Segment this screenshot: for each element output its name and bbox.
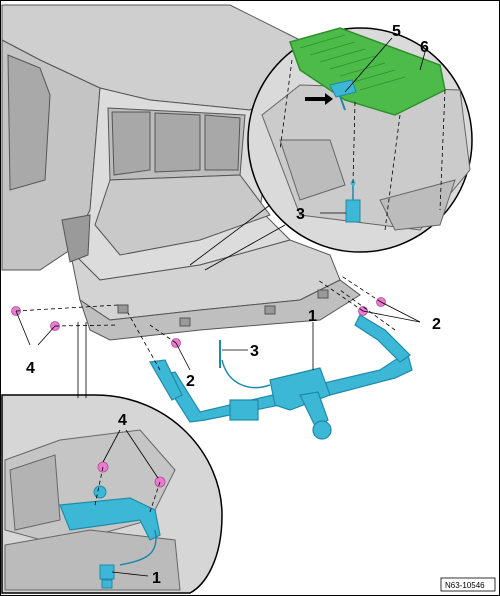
callout-leaders [15, 37, 426, 371]
inset-connectors [189, 204, 286, 271]
control-unit-inset [345, 180, 361, 223]
callout-2-center: 2 [186, 373, 195, 390]
callout-3-main: 3 [250, 343, 259, 360]
inset-leaders [279, 59, 446, 231]
direction-arrow [305, 93, 333, 105]
callout-2-right: 2 [432, 316, 441, 333]
callout-6-inset: 6 [420, 39, 429, 56]
inset-circle-bottom [1, 394, 223, 594]
connector-bracket [329, 79, 357, 111]
callout-4-left: 4 [26, 360, 35, 377]
main-leaders [15, 274, 396, 371]
lower-inset-connectors [77, 322, 87, 398]
car-rear-body [1, 4, 361, 341]
reference-code: N63-10546 [445, 581, 485, 590]
callout-1-inset: 1 [152, 570, 161, 587]
callout-5-inset: 5 [392, 23, 401, 40]
callout-3-inset: 3 [296, 206, 305, 223]
callout-4-inset: 4 [118, 412, 127, 429]
floor-cover [289, 27, 446, 116]
callout-1-main: 1 [308, 308, 317, 325]
tow-bar-assembly [149, 314, 413, 440]
reference-code-box: N63-10546 [440, 577, 496, 592]
